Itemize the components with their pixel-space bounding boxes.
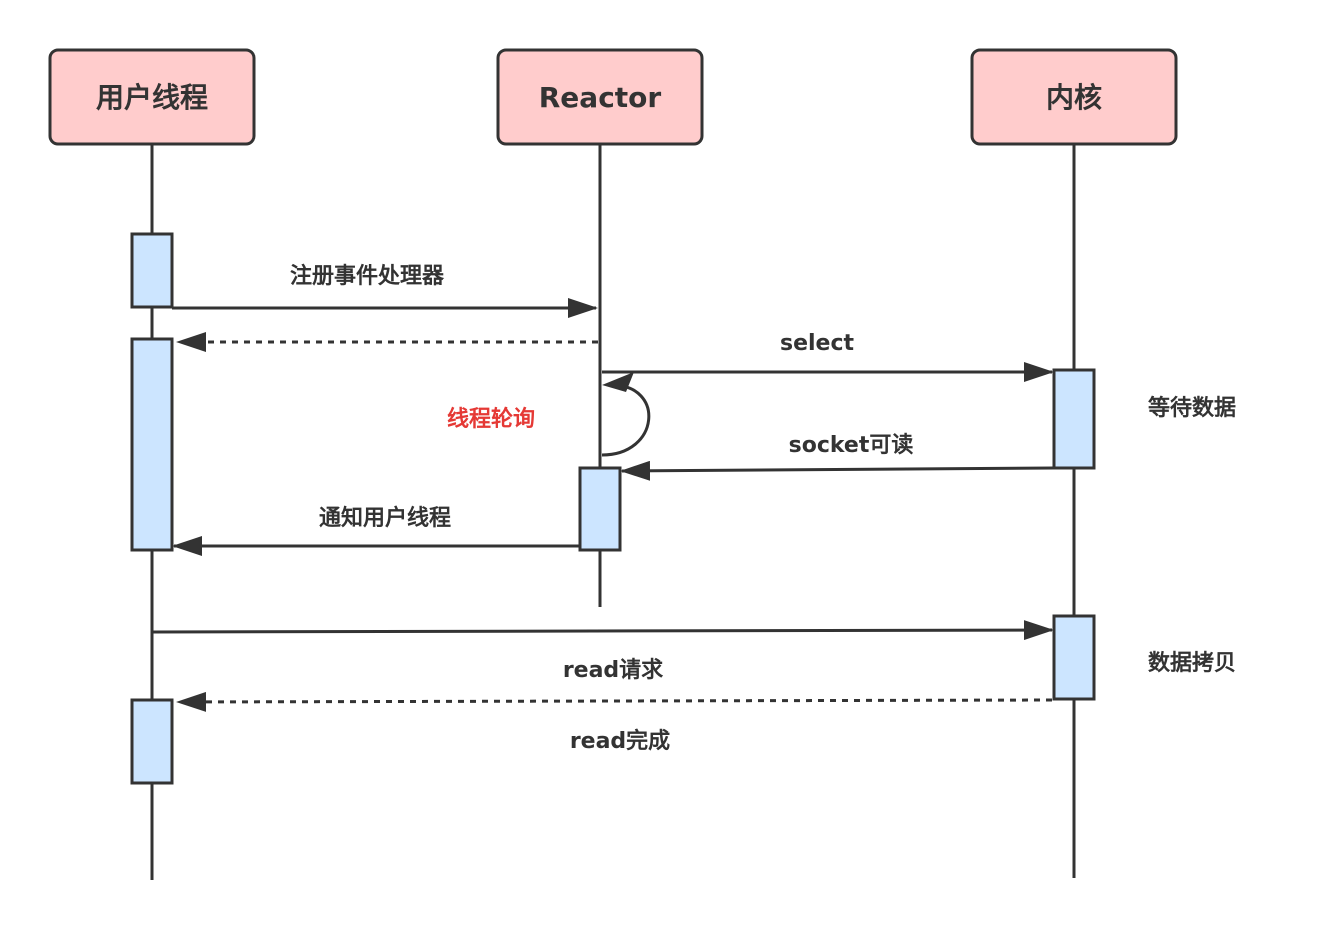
participant-user-thread-label: 用户线程 — [96, 81, 208, 114]
label-select: select — [780, 331, 855, 356]
participant-reactor: Reactor — [496, 48, 704, 146]
label-socket-readable: socket可读 — [789, 433, 914, 458]
participant-kernel: 内核 — [970, 48, 1178, 146]
arrow-read-request — [151, 620, 1054, 641]
label-read-complete: read完成 — [570, 728, 670, 754]
label-thread-polling: 线程轮询 — [447, 406, 535, 432]
activation-user-2 — [130, 337, 174, 552]
note-wait-data: 等待数据 — [1148, 395, 1236, 421]
activation-reactor-1 — [578, 466, 622, 552]
participant-reactor-label: Reactor — [539, 81, 662, 114]
activation-user-1 — [130, 232, 174, 309]
arrow-polling-loop — [601, 383, 651, 457]
activation-user-3 — [130, 698, 174, 785]
label-register-handler: 注册事件处理器 — [290, 263, 445, 289]
participant-kernel-label: 内核 — [1046, 81, 1102, 114]
note-data-copy: 数据拷贝 — [1148, 650, 1236, 676]
label-read-request: read请求 — [563, 657, 663, 683]
activation-kernel-2 — [1052, 614, 1096, 701]
participant-user-thread: 用户线程 — [48, 48, 256, 146]
arrow-socket-readable — [620, 460, 1055, 481]
label-notify-user-thread: 通知用户线程 — [319, 505, 451, 531]
activation-kernel-1 — [1052, 368, 1096, 470]
arrow-read-complete — [176, 691, 1053, 712]
arrow-polling-loop-head — [602, 372, 634, 392]
